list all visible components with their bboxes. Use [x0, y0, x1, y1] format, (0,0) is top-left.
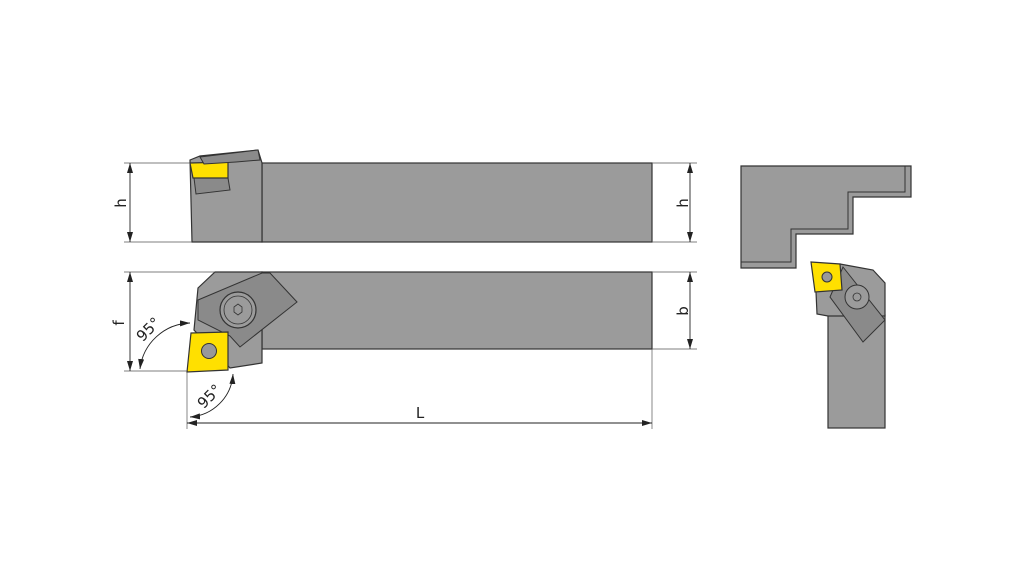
screw-end-icon [844, 284, 870, 310]
label-h-left: h [112, 198, 130, 208]
shank-top [261, 271, 653, 350]
label-angle-bottom: 95° [194, 381, 226, 413]
insert-hole-icon [201, 343, 217, 359]
end-view [740, 165, 912, 429]
screw-icon [219, 291, 257, 329]
clamp-side [199, 149, 261, 165]
top-view [186, 271, 653, 373]
angle-arc-top [138, 320, 191, 370]
insert-side [189, 161, 229, 179]
shank-side [261, 162, 653, 243]
angle-arc-bottom [189, 373, 236, 420]
label-h-right: h [674, 198, 692, 208]
label-b: b [674, 306, 692, 316]
side-view [189, 149, 653, 243]
label-f: f [110, 320, 128, 326]
label-L: L [416, 404, 425, 422]
label-angle-top: 95° [133, 314, 165, 346]
workpiece [740, 165, 912, 269]
